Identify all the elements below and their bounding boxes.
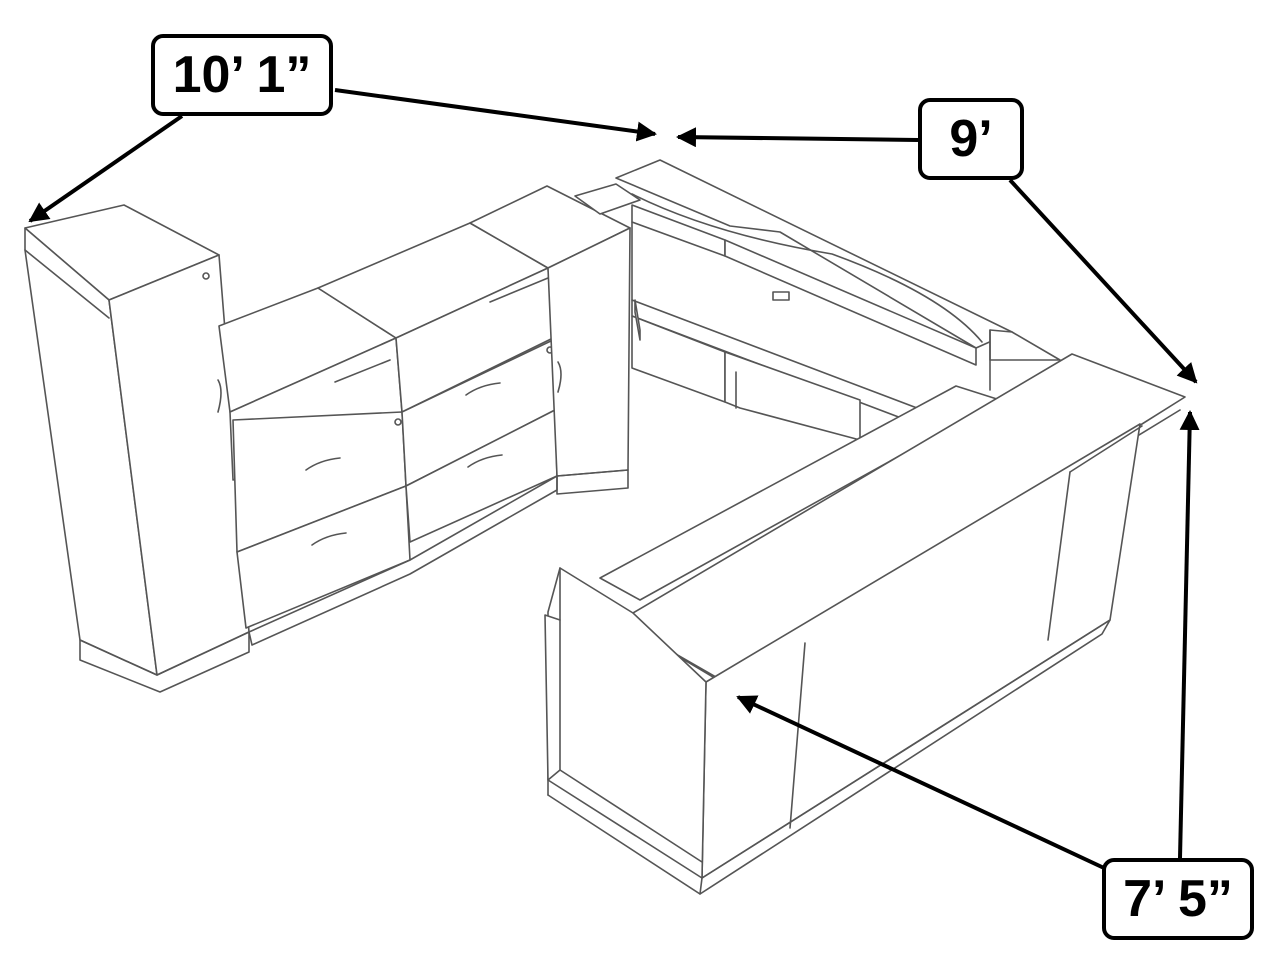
height-dimension-label: 7’ 5”: [1102, 858, 1254, 940]
depth-arrow-right: [1008, 178, 1198, 384]
left-tall-cabinet: [24, 204, 250, 693]
front-reception-counter: [544, 353, 1186, 895]
right-tall-cabinet: [469, 185, 631, 495]
depth-arrow-left: [676, 127, 919, 148]
height-dimension-text: 7’ 5”: [1123, 870, 1233, 928]
height-arrow-top: [1178, 410, 1200, 859]
width-arrow-left: [28, 114, 184, 223]
width-dimension-label: 10’ 1”: [151, 34, 333, 116]
depth-dimension-label: 9’: [918, 98, 1024, 180]
credenza-lateral-files: [218, 222, 558, 646]
height-arrow-left: [736, 695, 1105, 870]
width-arrow-right: [334, 88, 657, 142]
dimension-arrows: [28, 88, 1200, 870]
width-dimension-text: 10’ 1”: [172, 46, 312, 104]
depth-dimension-text: 9’: [949, 110, 993, 168]
